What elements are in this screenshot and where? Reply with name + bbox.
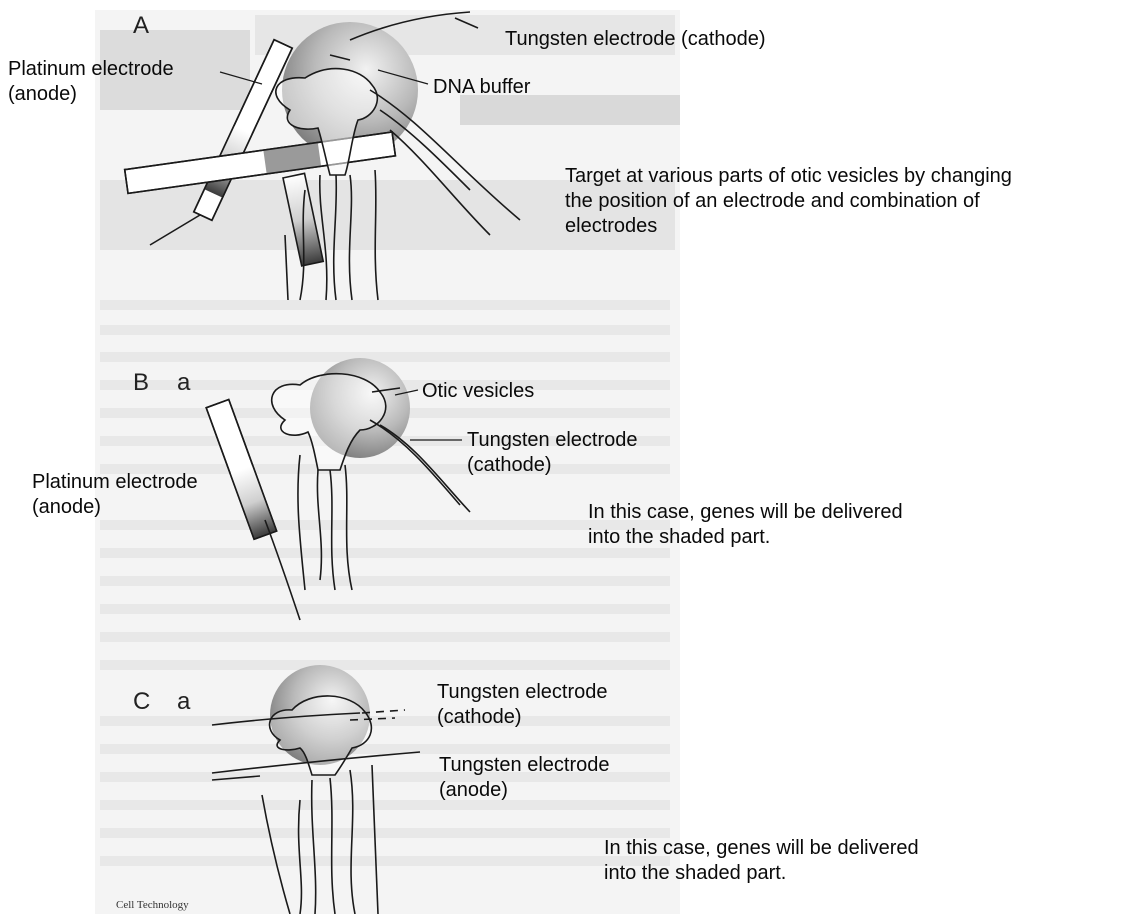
panel-b-tungsten-label: Tungsten electrode (cathode) [467,428,637,478]
panel-b-note-line-2: into the shaded part. [588,525,903,550]
panel-c-sub-letter: a [177,688,190,716]
panel-b-letter: B [133,369,149,397]
panel-b-platinum-label: Platinum electrode (anode) [32,470,198,520]
panel-c-note: In this case, genes will be delivered in… [604,836,919,886]
panel-c-letter: C [133,688,150,716]
panel-b-platinum-line-2: (anode) [32,495,198,520]
panel-c-tungsten-anode-label: Tungsten electrode (anode) [439,753,609,803]
panel-a-note-line-2: the position of an electrode and combina… [565,189,1012,214]
panel-a-platinum-line-2: (anode) [8,82,174,107]
panel-c-anode-line-2: (anode) [439,778,609,803]
source-credit: Cell Technology [116,899,189,911]
panel-c-tungsten-cathode-label: Tungsten electrode (cathode) [437,680,607,730]
panel-b-tungsten-line-1: Tungsten electrode [467,428,637,453]
panel-a-note-line-3: electrodes [565,214,1012,239]
panel-c-cathode-line-1: Tungsten electrode [437,680,607,705]
panel-b-platinum-line-1: Platinum electrode [32,470,198,495]
panel-a-note: Target at various parts of otic vesicles… [565,164,1012,239]
panel-c-note-line-1: In this case, genes will be delivered [604,836,919,861]
panel-c-note-line-2: into the shaded part. [604,861,919,886]
panel-a-dna-buffer-label: DNA buffer [433,75,530,100]
panel-a-platinum-line-1: Platinum electrode [8,57,174,82]
panel-a-letter: A [133,12,149,40]
panel-a-note-line-1: Target at various parts of otic vesicles… [565,164,1012,189]
panel-b-note-line-1: In this case, genes will be delivered [588,500,903,525]
panel-b-tungsten-line-2: (cathode) [467,453,637,478]
panel-a-platinum-label: Platinum electrode (anode) [8,57,174,107]
panel-b-note: In this case, genes will be delivered in… [588,500,903,550]
panel-c-anode-line-1: Tungsten electrode [439,753,609,778]
panel-c-cathode-line-2: (cathode) [437,705,607,730]
panel-b-otic-vesicles-label: Otic vesicles [422,379,534,404]
panel-a-tungsten-cathode-label: Tungsten electrode (cathode) [505,27,766,52]
panel-b-sub-letter: a [177,369,190,397]
